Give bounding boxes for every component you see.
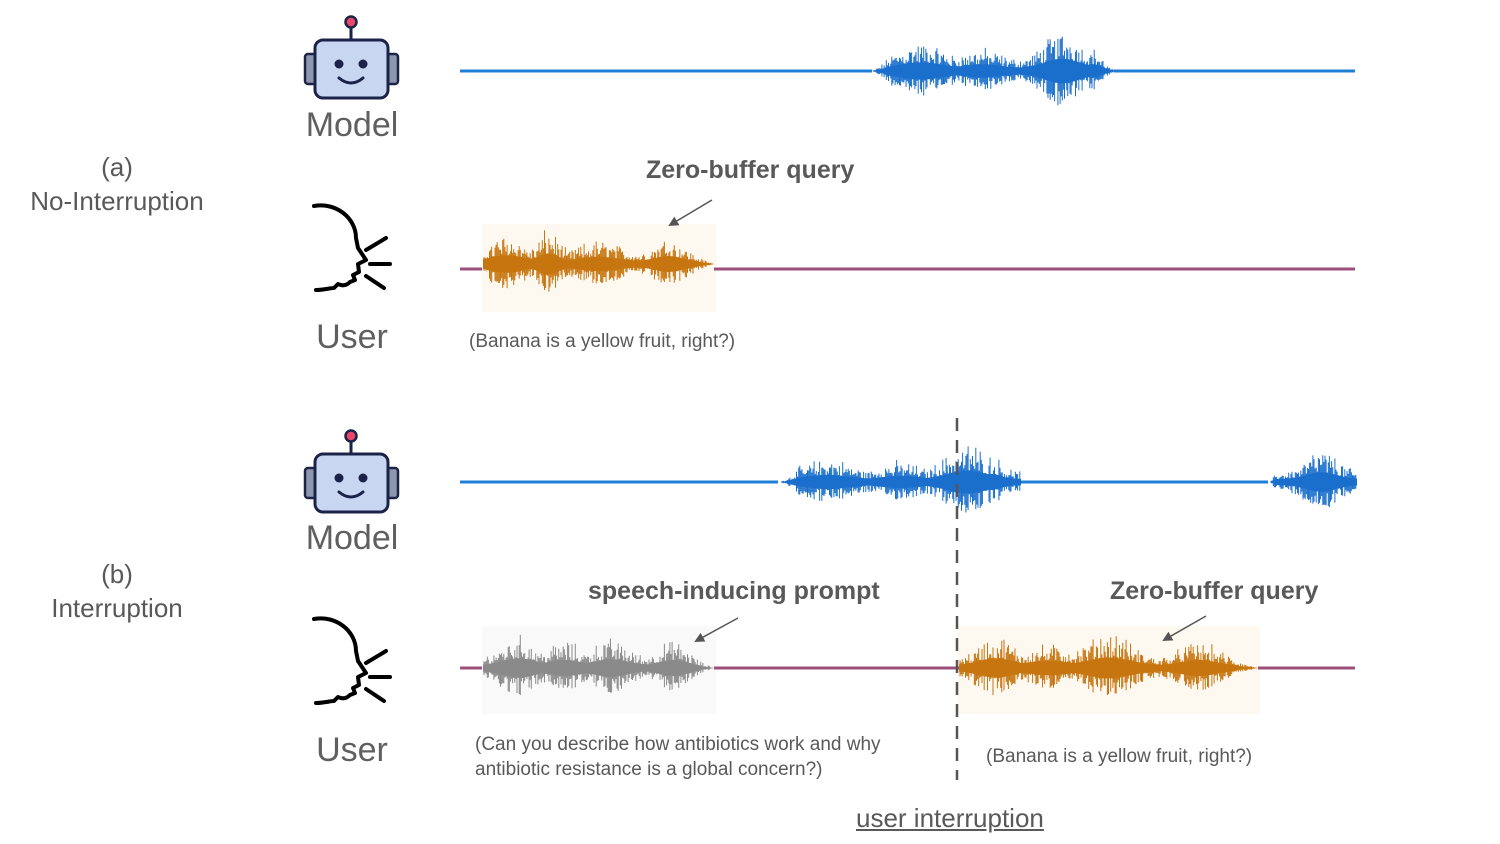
waveform-core: [959, 657, 1257, 679]
speaking-head-icon: [312, 616, 392, 705]
waveform-core: [1271, 472, 1357, 492]
annotation-arrow-prompt: [694, 617, 739, 642]
panel-a-title: No-Interruption: [30, 186, 204, 216]
waveform-core: [483, 253, 713, 275]
user-label-a: User: [316, 318, 388, 356]
model-label-a: Model: [305, 106, 399, 144]
model-label-b: Model: [305, 519, 399, 557]
waveform-core: [781, 470, 1021, 494]
model-response-waveform-b-second: [1270, 455, 1357, 508]
waveform-core: [483, 658, 713, 678]
zero-buffer-query-annotation-a: Zero-buffer query: [646, 156, 855, 184]
user-label-b: User: [316, 731, 388, 769]
user-interruption-label: user interruption: [856, 803, 1044, 833]
model-response-waveform-a: [872, 36, 1116, 106]
prompt-caption-line1: (Can you describe how antibiotics work a…: [475, 734, 881, 755]
model-timeline-b: [460, 446, 1357, 513]
query-caption-b: (Banana is a yellow fruit, right?): [986, 746, 1253, 767]
query-caption-a: (Banana is a yellow fruit, right?): [469, 331, 736, 352]
waveform-core: [873, 58, 1115, 84]
user-timeline-b: [460, 626, 1355, 714]
speech-inducing-prompt-waveform: [483, 634, 714, 696]
speech-inducing-prompt-annotation: speech-inducing prompt: [588, 577, 880, 605]
panel-b-id: (b): [101, 559, 133, 589]
zero-buffer-query-annotation-b: Zero-buffer query: [1110, 577, 1319, 605]
panel-a-id: (a): [101, 152, 133, 182]
annotation-arrow-a: [668, 199, 713, 227]
robot-icon: [303, 429, 400, 514]
user-timeline-a: [460, 224, 1355, 312]
model-timeline-a: [460, 36, 1355, 106]
speaking-head-icon: [312, 203, 392, 292]
zero-buffer-query-waveform-b: [959, 636, 1258, 696]
annotation-arrow-query-b: [1162, 615, 1207, 641]
model-response-waveform-b-first: [780, 446, 1021, 513]
zero-buffer-query-waveform-a: [483, 230, 714, 292]
robot-icon: [303, 15, 400, 100]
prompt-caption-line2: antibiotic resistance is a global concer…: [475, 759, 823, 780]
panel-b-title: Interruption: [51, 593, 183, 623]
